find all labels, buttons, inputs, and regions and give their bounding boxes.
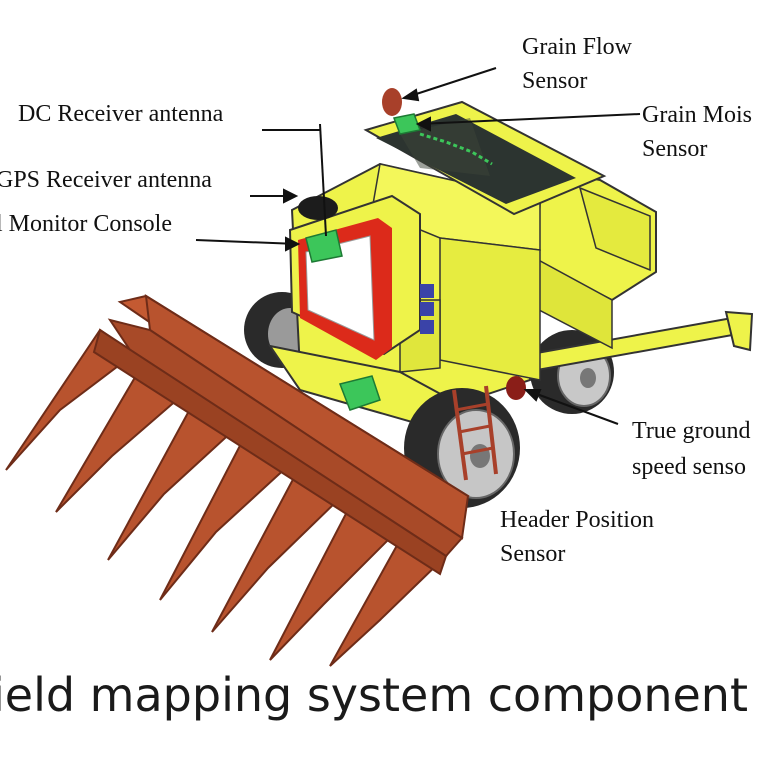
grain-flow-sensor bbox=[382, 88, 402, 116]
label-monitor-console: l Monitor Console bbox=[0, 211, 173, 237]
corn-header bbox=[5, 294, 470, 667]
grain-tank bbox=[363, 100, 607, 216]
gps-antenna bbox=[298, 196, 338, 220]
label-grain-moisture-sensor-line2: Sensor bbox=[642, 136, 708, 162]
label-gps-receiver-antenna: GPS Receiver antenna bbox=[0, 167, 212, 193]
label-grain-flow-sensor-line2: Sensor bbox=[522, 68, 588, 94]
label-grain-flow-sensor-line1: Grain Flow bbox=[522, 34, 632, 60]
label-true-ground-speed-sensor-line2: speed senso bbox=[632, 454, 746, 480]
label-dc-receiver-antenna: DC Receiver antenna bbox=[18, 101, 224, 127]
ladder bbox=[452, 385, 498, 481]
grain-moisture-sensor bbox=[392, 113, 493, 166]
label-grain-moisture-sensor-line1: Grain Mois bbox=[642, 102, 752, 128]
speed-sensor bbox=[506, 376, 526, 400]
label-header-position-sensor-line2: Sensor bbox=[500, 541, 566, 567]
label-true-ground-speed-sensor-line1: True ground bbox=[632, 418, 751, 444]
caption: ield mapping system component bbox=[0, 668, 748, 722]
leader-lines bbox=[195, 67, 641, 425]
unloading-auger bbox=[518, 310, 754, 374]
label-header-position-sensor-line1: Header Position bbox=[500, 507, 654, 533]
header-position-sensor bbox=[338, 375, 381, 411]
